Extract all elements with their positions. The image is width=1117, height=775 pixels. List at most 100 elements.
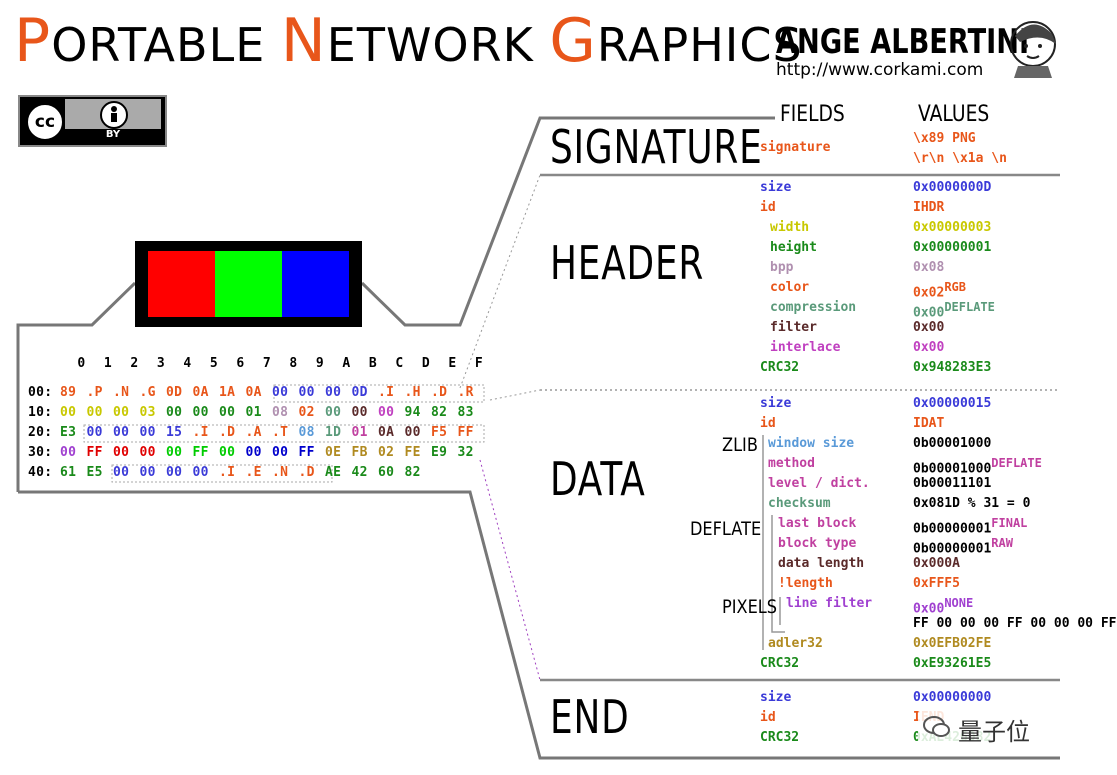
hex-byte: .E — [245, 465, 262, 480]
hex-byte: 00 — [192, 405, 209, 420]
hex-byte: 0E — [325, 445, 342, 460]
hex-byte: 0D — [166, 385, 183, 400]
title-word-etwork: ETWORK — [326, 18, 534, 72]
title-word-raphics: RAPHICS — [596, 18, 803, 72]
hex-byte: 00 — [139, 445, 156, 460]
author-url[interactable]: http://www.corkami.com — [776, 60, 984, 80]
field-value-annotation: DEFLATE — [991, 456, 1042, 470]
section-signature: SIGNATURE — [550, 120, 763, 174]
hex-byte: 00 — [113, 445, 130, 460]
hex-byte: F5 — [431, 425, 448, 440]
field-value-annotation: NONE — [944, 596, 974, 610]
field-name: !length — [778, 576, 833, 591]
page-title: PORTABLE NETWORK GRAPHICS — [14, 6, 803, 76]
field-name: CRC32 — [760, 360, 800, 375]
hex-byte: 00 — [219, 445, 236, 460]
author-portrait-icon — [1000, 14, 1066, 80]
hex-byte: 60 — [378, 465, 395, 480]
hex-column-D: D — [421, 356, 430, 371]
field-value: FF 00 00 00 FF 00 00 00 FF — [913, 616, 1117, 631]
signature-value-line1: \x89 PNG — [913, 131, 976, 146]
section-data: DATA — [550, 452, 646, 506]
signature-field: signature — [760, 140, 831, 155]
cc-license-badge[interactable]: cc BY — [18, 95, 167, 147]
hex-byte: 00 — [404, 425, 421, 440]
pixel-blue — [282, 251, 349, 317]
field-name: data length — [778, 556, 865, 571]
pixel-red — [148, 251, 215, 317]
hex-column-0: 0 — [77, 356, 86, 371]
field-name: height — [770, 240, 817, 255]
fields-column-title: FIELDS — [780, 102, 845, 127]
hex-byte: .P — [86, 385, 103, 400]
hex-byte: 42 — [351, 465, 368, 480]
field-name: last block — [778, 516, 857, 531]
hex-byte: 08 — [298, 425, 315, 440]
hex-column-6: 6 — [236, 356, 245, 371]
hex-byte: 00 — [139, 465, 156, 480]
hex-byte: 82 — [404, 465, 421, 480]
hex-byte: 32 — [457, 445, 474, 460]
hex-byte: .I — [219, 465, 236, 480]
field-value: 0x08 — [913, 260, 945, 275]
hex-byte: 94 — [404, 405, 421, 420]
hex-byte: 00 — [272, 445, 289, 460]
field-name: color — [770, 280, 810, 295]
hex-byte: 00 — [60, 445, 77, 460]
hex-column-4: 4 — [183, 356, 192, 371]
hex-column-A: A — [342, 356, 351, 371]
hex-column-F: F — [474, 356, 483, 371]
field-value: 0xE93261E5 — [913, 656, 992, 671]
hex-byte: 02 — [378, 445, 395, 460]
hex-byte: 0D — [351, 385, 368, 400]
hex-byte: .I — [192, 425, 209, 440]
field-name: checksum — [768, 496, 831, 511]
field-name: id — [760, 710, 776, 725]
hex-byte: 00 — [86, 425, 103, 440]
group-deflate: DEFLATE — [690, 518, 762, 540]
hex-byte: FF — [192, 445, 209, 460]
field-name: filter — [770, 320, 817, 335]
field-value: 0b00011101 — [913, 476, 992, 491]
field-value: 0x948283E3 — [913, 360, 992, 375]
field-name: id — [760, 200, 776, 215]
hex-byte: 1A — [219, 385, 236, 400]
field-value-annotation: FINAL — [991, 516, 1028, 530]
hex-column-1: 1 — [103, 356, 112, 371]
field-value: 0x00000015 — [913, 396, 992, 411]
hex-byte: 00 — [166, 405, 183, 420]
hex-byte: 00 — [245, 445, 262, 460]
hex-byte: .I — [378, 385, 395, 400]
field-value: 0x00 — [913, 340, 945, 355]
watermark: 量子位 — [918, 708, 1056, 746]
hex-byte: 61 — [60, 465, 77, 480]
title-letter-n: N — [280, 6, 327, 76]
pixel-green — [215, 251, 282, 317]
field-value: 0x081D % 31 = 0 — [913, 496, 1031, 511]
title-word-ortable: ORTABLE — [51, 18, 266, 72]
hex-byte: E3 — [60, 425, 77, 440]
by-label: BY — [65, 129, 161, 143]
hex-byte: 00 — [113, 465, 130, 480]
title-letter-p: P — [14, 6, 52, 76]
hex-byte: FF — [298, 445, 315, 460]
hex-column-B: B — [368, 356, 377, 371]
hex-column-5: 5 — [209, 356, 218, 371]
hex-byte: 0A — [245, 385, 262, 400]
hex-column-E: E — [448, 356, 457, 371]
hex-byte: FE — [404, 445, 421, 460]
field-value: 0b00001000 — [913, 436, 992, 451]
hex-byte: 01 — [245, 405, 262, 420]
hex-byte: .R — [457, 385, 474, 400]
field-name: adler32 — [768, 636, 823, 651]
field-name: method — [768, 456, 815, 471]
section-end: END — [550, 690, 630, 744]
field-value: 0b00000001RAW — [913, 536, 1013, 557]
hex-offset: 10: — [28, 405, 53, 420]
hex-byte: .G — [139, 385, 156, 400]
values-column-title: VALUES — [918, 102, 990, 127]
hex-byte: 00 — [298, 385, 315, 400]
hex-byte: 01 — [351, 425, 368, 440]
